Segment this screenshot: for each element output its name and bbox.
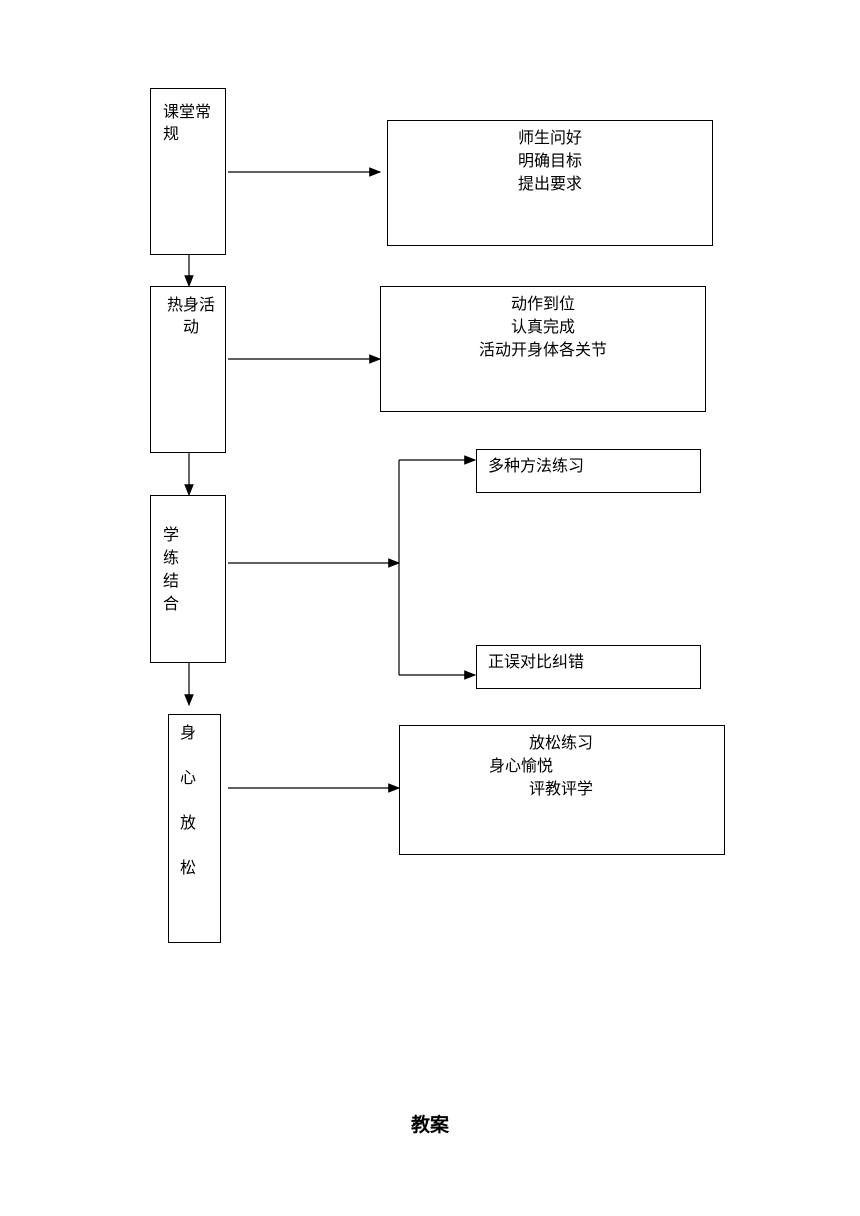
step-label-char: 学 [163,525,180,544]
detail-line: 放松练习 [529,733,594,752]
detail-box-2 [380,286,706,412]
detail-box-4 [399,725,725,855]
detail-line: 提出要求 [517,174,582,193]
branch-label-2: 正误对比纠错 [488,652,585,671]
step-box-3 [150,495,226,663]
step-box-4 [168,714,221,943]
detail-line: 认真完成 [510,317,575,336]
step-label-char: 身 [180,723,197,742]
detail-line: 师生问好 [517,128,582,147]
step-label-2: 热身活动 [166,295,215,336]
branch-box-2 [476,645,701,689]
step-label-char: 合 [163,594,180,613]
step-label-char: 练 [163,548,180,567]
branch-label-1: 多种方法练习 [488,456,585,475]
step-label-char: 放 [180,813,197,832]
footer-title: 教案 [410,1114,449,1136]
detail-line: 身心愉悦 [489,756,554,775]
branch-box-1 [476,449,701,493]
step-label-char: 松 [180,858,197,877]
step-box-2 [150,286,226,453]
step-label-1: 课堂常规 [163,102,212,143]
detail-line: 活动开身体各关节 [478,340,607,359]
step-box-1 [150,88,226,255]
detail-line: 明确目标 [517,151,582,170]
detail-line: 评教评学 [529,779,594,798]
step-label-char: 结 [163,571,180,590]
detail-box-1 [387,120,713,246]
detail-line: 动作到位 [510,294,575,313]
step-label-char: 心 [180,768,197,787]
